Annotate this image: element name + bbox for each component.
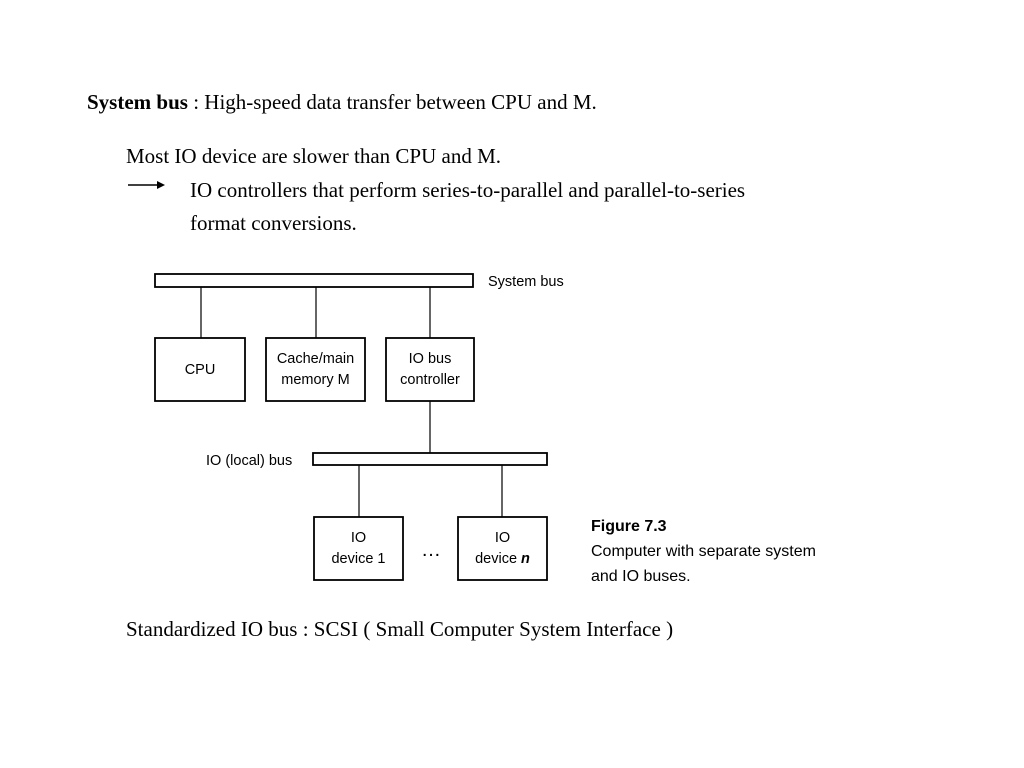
- cache-memory-label-line2: memory M: [281, 372, 349, 388]
- io-device-n-label-prefix: device: [475, 551, 521, 567]
- figure-caption-line2: and IO buses.: [591, 568, 691, 585]
- heading-term: System bus: [87, 90, 188, 114]
- figure-caption-title: Figure 7.3: [591, 518, 667, 535]
- heading-description: : High-speed data transfer between CPU a…: [187, 90, 597, 114]
- cpu-label: CPU: [185, 362, 216, 378]
- io-bus-controller-label-line2: controller: [400, 372, 460, 388]
- cache-memory-label-line1: Cache/main: [277, 351, 354, 367]
- point-io-controllers-line2: format conversions.: [190, 211, 357, 235]
- figure-caption-line1: Computer with separate system: [591, 543, 816, 560]
- footer-scsi: Standardized IO bus : SCSI ( Small Compu…: [126, 617, 674, 641]
- system-bus-label: System bus: [488, 274, 564, 290]
- io-device-n-box: [457, 516, 548, 581]
- io-device-1-box: [313, 516, 404, 581]
- system-bus-bar: [154, 273, 474, 288]
- io-device-n-label-var: n: [521, 551, 530, 567]
- io-bus-controller-label-line1: IO bus: [409, 351, 452, 367]
- device-ellipsis: …: [421, 539, 441, 561]
- io-bus-controller-box: [385, 337, 475, 402]
- io-local-bus-label: IO (local) bus: [206, 453, 292, 469]
- point-io-controllers-line1: IO controllers that perform series-to-pa…: [190, 178, 746, 202]
- heading: System bus : High-speed data transfer be…: [87, 89, 597, 115]
- io-device-n-label-line2: device n: [475, 551, 530, 567]
- right-arrow-icon: [128, 181, 165, 189]
- cache-memory-box: [265, 337, 366, 402]
- io-device-1-label-line1: IO: [351, 530, 366, 546]
- cpu-box: [154, 337, 246, 402]
- point-io-slower: Most IO device are slower than CPU and M…: [126, 144, 502, 168]
- io-device-n-label-line1: IO: [495, 530, 510, 546]
- io-device-1-label-line2: device 1: [331, 551, 385, 567]
- io-local-bus-bar: [312, 452, 548, 466]
